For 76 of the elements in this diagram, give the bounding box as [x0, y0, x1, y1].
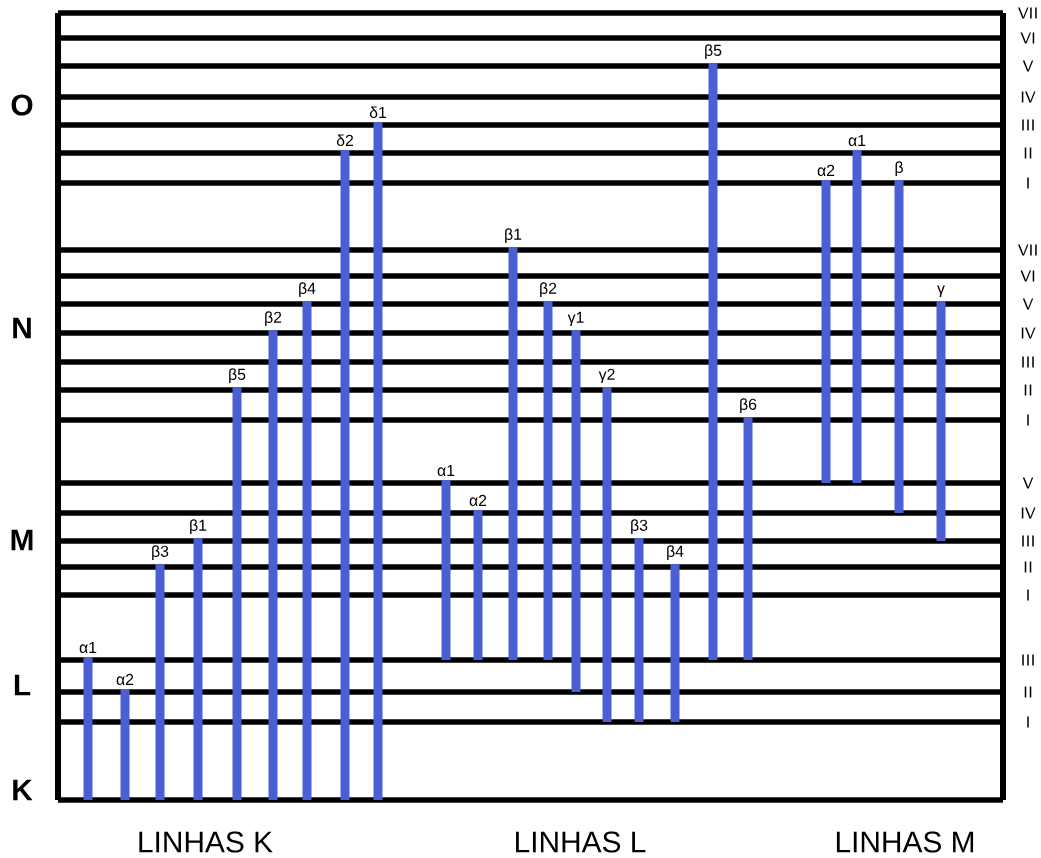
subshell-numeral: III — [1022, 535, 1034, 547]
subshell-numeral: II — [1024, 384, 1032, 396]
transition-bar — [852, 149, 862, 483]
subshell-numeral: I — [1027, 589, 1029, 601]
transition-bar — [670, 563, 680, 722]
edge-label: β5 — [229, 368, 246, 384]
transition-bar — [821, 179, 831, 483]
series-title: LINHAS L — [516, 831, 646, 853]
subshell-numeral: VI — [1020, 32, 1035, 44]
edge-label: α2 — [116, 673, 134, 686]
edge-label: β3 — [631, 519, 648, 535]
shell-letter: L — [14, 674, 31, 696]
transition-bar — [83, 656, 93, 800]
transition-bar — [634, 537, 644, 722]
subshell-numeral: III — [1022, 654, 1034, 666]
subshell-numeral: I — [1027, 716, 1029, 728]
transition-bar — [602, 386, 612, 722]
edge-label: α2 — [469, 494, 487, 507]
shell-letter: K — [13, 779, 33, 801]
series-title: LINHAS M — [836, 831, 974, 853]
subshell-numeral: VII — [1018, 7, 1037, 19]
subshell-numeral: I — [1027, 177, 1029, 189]
edge-label: α1 — [848, 135, 866, 147]
subshell-numeral: IV — [1021, 327, 1036, 339]
edge-label: γ2 — [598, 368, 615, 384]
edge-label: β4 — [667, 545, 684, 561]
transition-bar — [473, 509, 483, 660]
transition-bar — [894, 179, 904, 513]
edge-label: β3 — [152, 545, 169, 561]
transition-bar — [543, 300, 553, 660]
subshell-numeral: II — [1024, 147, 1032, 159]
subshell-numeral: III — [1022, 119, 1034, 131]
edge-label: γ — [937, 285, 945, 298]
edge-label: β2 — [540, 282, 557, 298]
subshell-numeral: II — [1024, 561, 1032, 573]
edge-label: β4 — [299, 282, 316, 298]
edge-label: δ2 — [336, 134, 353, 147]
transition-bar — [571, 329, 581, 692]
subshell-numeral: IV — [1021, 91, 1036, 103]
series-title: LINHAS K — [139, 831, 273, 853]
edge-label: β6 — [740, 398, 757, 414]
shell-letter: M — [11, 529, 33, 551]
edge-label: α1 — [79, 642, 97, 654]
transition-bar — [340, 149, 350, 800]
edge-label: β1 — [190, 519, 207, 535]
edge-label: β5 — [705, 44, 722, 60]
transition-bar — [155, 563, 165, 800]
transition-bar — [743, 416, 753, 660]
transition-bar — [302, 300, 312, 800]
transition-bar — [373, 121, 383, 800]
transition-bar — [708, 62, 718, 660]
shell-letter: O — [11, 94, 33, 116]
edge-label: α1 — [437, 465, 455, 477]
subshell-numeral: III — [1022, 356, 1034, 368]
edge-label: β1 — [505, 228, 522, 244]
subshell-numeral: V — [1022, 60, 1034, 72]
subshell-numeral: VII — [1018, 244, 1037, 256]
subshell-numeral: V — [1022, 477, 1034, 489]
transition-bar — [508, 246, 518, 660]
transition-bar — [193, 537, 203, 800]
transition-bar — [232, 386, 242, 800]
subshell-numeral: IV — [1021, 507, 1036, 519]
edge-label: β — [895, 161, 903, 177]
subshell-numeral: II — [1024, 686, 1032, 698]
transition-bar — [936, 300, 946, 541]
edge-label: α2 — [817, 164, 835, 177]
subshell-numeral: VI — [1020, 270, 1035, 282]
transition-bar — [268, 329, 278, 800]
transition-bar — [441, 479, 451, 660]
edge-label: γ1 — [567, 311, 584, 327]
subshell-numeral: V — [1022, 298, 1034, 310]
subshell-numeral: I — [1027, 414, 1029, 426]
transition-bar — [120, 688, 130, 800]
shell-letter: N — [13, 317, 31, 339]
edge-label: β2 — [265, 311, 282, 327]
edge-label: δ1 — [369, 106, 387, 119]
